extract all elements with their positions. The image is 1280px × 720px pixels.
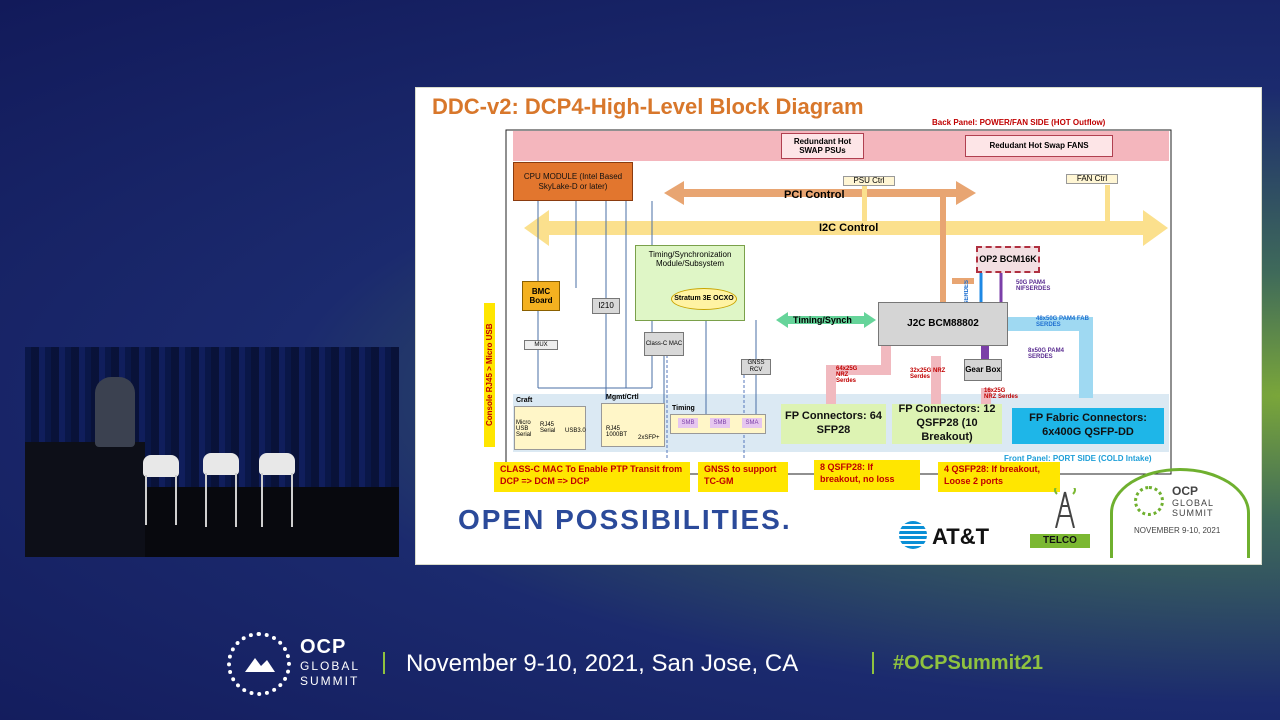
smb-connector-2: SMB <box>710 418 730 428</box>
note-4qsfp: 4 QSFP28: If breakout, Loose 2 ports <box>938 462 1060 492</box>
psu-ctrl: PSU Ctrl <box>843 176 895 186</box>
fabric-pipe <box>1008 317 1093 398</box>
j2c-chip: J2C BCM88802 <box>878 302 1008 346</box>
att-logo-text: AT&T <box>932 524 990 549</box>
classc-mac: Class-C MAC <box>644 332 684 356</box>
footer-summit: SUMMIT <box>300 674 360 688</box>
footer-ocp: OCP <box>300 636 347 658</box>
nrz-64-pipe <box>826 346 891 418</box>
tower-icon <box>1052 485 1078 529</box>
timing-synch-arrow <box>776 312 876 328</box>
console-label: Console RJ45 > Micro USB <box>484 303 495 447</box>
note-8qsfp: 8 QSFP28: If breakout, no loss <box>814 460 920 490</box>
pam4-8x-label: 8x50G PAM4 SERDES <box>1028 348 1064 360</box>
smb-connector-1: SMB <box>678 418 698 428</box>
gnss-rcv: GNSS RCV <box>741 359 771 375</box>
badge-summit: SUMMIT <box>1172 508 1214 518</box>
mgmt-label: Mgmt/Crtl <box>606 394 639 401</box>
speaker <box>95 377 135 447</box>
stool-leg <box>291 473 293 527</box>
pci-to-op2-line <box>952 278 974 284</box>
nrz-32-label: 32x25G NRZ Serdes <box>910 368 946 380</box>
sma-connector: SMA <box>742 418 762 428</box>
mux-chip: MUX <box>524 340 558 350</box>
i2c-control-label: I2C Control <box>819 222 879 234</box>
speaker-video <box>25 347 399 557</box>
ocp-logo-icon <box>227 632 291 696</box>
telco-badge: TELCO <box>1030 534 1090 548</box>
stool <box>203 453 239 475</box>
craft-label: Craft <box>516 397 533 404</box>
mgmt-panel <box>601 403 665 447</box>
stool-leg <box>205 473 207 527</box>
slide-title: DDC-v2: DCP4-High-Level Block Diagram <box>432 94 864 119</box>
psu-ctrl-line <box>862 185 867 222</box>
stratum-oscillator: Stratum 3E OCXO <box>671 288 737 310</box>
i2c-control-arrow <box>524 210 1168 246</box>
badge-global: GLOBAL <box>1172 498 1215 508</box>
fan-ctrl-line <box>1105 185 1110 222</box>
footer-global: GLOBAL <box>300 659 361 673</box>
footer-separator <box>872 652 874 674</box>
cpu-module: CPU MODULE (Intel Based SkyLake-D or lat… <box>513 162 633 201</box>
gearbox-link <box>981 346 989 360</box>
timing-module: Timing/Synchronization Module/Subsystem <box>635 245 745 321</box>
fp-qsfp28-connectors: FP Connectors: 12 QSFP28 (10 Breakout) <box>892 403 1002 444</box>
pci-to-j2c-line <box>940 197 946 302</box>
fp-sfp28-connectors: FP Connectors: 64 SFP28 <box>781 404 886 444</box>
timing-synch-label: Timing/Synch <box>793 315 852 325</box>
badge-ocp: OCP <box>1172 484 1199 498</box>
usb3-port: USB3.0 <box>565 428 586 434</box>
open-possibilities-tagline: OPEN POSSIBILITIES. <box>458 504 792 535</box>
psu-box: Redundant Hot SWAP PSUs <box>781 133 864 159</box>
pci-control-label: PCI Control <box>784 189 845 201</box>
footer-hashtag: #OCPSummit21 <box>893 652 1044 674</box>
pam4-nif-label: 50G PAM4 NIFSERDES <box>1016 280 1051 292</box>
stool <box>143 455 179 477</box>
summit-badge-icon <box>1134 486 1164 516</box>
rj45-1000bt-port: RJ45 1000BT <box>606 426 628 438</box>
note-ptp: CLASS-C MAC To Enable PTP Transit from D… <box>494 462 690 492</box>
note-gnss: GNSS to support TC-GM <box>698 462 788 492</box>
back-panel-label: Back Panel: POWER/FAN SIDE (HOT Outflow) <box>932 118 1106 127</box>
stool <box>259 453 295 475</box>
fan-ctrl: FAN Ctrl <box>1066 174 1118 184</box>
presentation-slide: DDC-v2: DCP4-High-Level Block Diagram Ba… <box>415 87 1262 565</box>
op2-box: OP2 BCM16K <box>976 246 1040 273</box>
pam4-fab-label: 48x50G PAM4 FAB SERDES <box>1036 316 1089 328</box>
att-globe-icon <box>899 521 927 549</box>
fans-box: Redudant Hot Swap FANS <box>965 135 1113 157</box>
rj45-serial-port: RJ45 Serial <box>540 422 556 434</box>
summit-badge-arc <box>1110 468 1250 558</box>
craft-panel <box>514 406 586 450</box>
timing-label: Timing <box>672 405 695 412</box>
nrz-16-label: 16x25G NRZ Serdes <box>984 388 1019 400</box>
gearbox: Gear Box <box>964 359 1002 381</box>
stool-leg <box>235 473 237 527</box>
stool-leg <box>261 473 263 527</box>
i210-chip: I210 <box>592 298 620 314</box>
fp-fabric-connectors: FP Fabric Connectors: 6x400G QSFP-DD <box>1012 408 1164 444</box>
stool-leg <box>175 475 177 525</box>
nrz-64-label: 64x25G NRZ Serdes <box>836 366 858 384</box>
stool-leg <box>145 475 147 525</box>
pci-control-arrow <box>664 181 976 205</box>
badge-date: NOVEMBER 9-10, 2021 <box>1134 526 1221 535</box>
front-panel-label: Front Panel: PORT SIDE (COLD Intake) <box>1004 454 1152 463</box>
micro-usb-port: Micro USB Serial <box>516 420 532 438</box>
bmc-board: BMC Board <box>522 281 560 311</box>
sfp-port: 2xSFP+ <box>638 435 660 441</box>
podium <box>25 442 145 557</box>
footer-date-location: November 9-10, 2021, San Jose, CA <box>406 650 799 677</box>
footer-separator <box>383 652 385 674</box>
